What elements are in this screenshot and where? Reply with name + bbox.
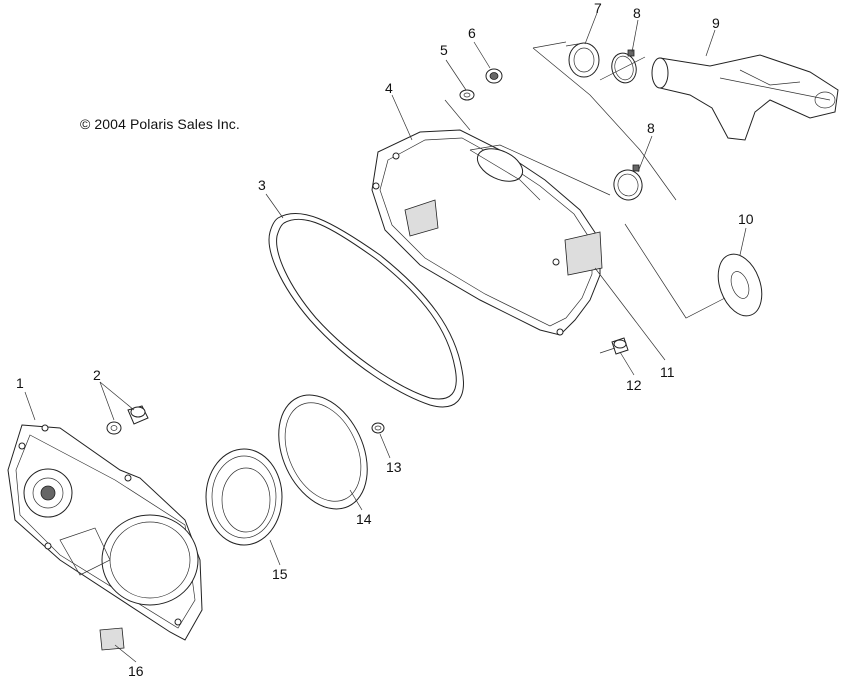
callout-10: 10 <box>738 211 754 227</box>
part-16-decal <box>99 627 125 651</box>
part-8-clamp-lower <box>613 164 643 201</box>
callout-labels: 1 2 3 4 5 6 7 8 8 9 10 11 12 13 14 15 16 <box>16 0 754 678</box>
callout-12: 12 <box>626 377 642 393</box>
part-1-inner-cover <box>7 424 203 641</box>
part-15-cover-seal <box>205 448 283 546</box>
leader-lines <box>24 12 747 663</box>
part-12-screw <box>611 337 629 355</box>
callout-6: 6 <box>468 25 476 41</box>
callout-8-top: 8 <box>633 5 641 21</box>
part-7-coupler <box>565 42 600 78</box>
part-9-intake-duct <box>651 54 839 141</box>
callout-11: 11 <box>660 364 675 380</box>
callout-15: 15 <box>272 566 288 582</box>
callout-4: 4 <box>385 80 393 96</box>
copyright-text: © 2004 Polaris Sales Inc. <box>80 116 240 132</box>
callout-7: 7 <box>594 0 602 16</box>
part-4-outer-cover <box>371 129 603 336</box>
part-8-clamp-top <box>611 49 637 84</box>
callout-9: 9 <box>712 15 720 31</box>
part-5-washer <box>459 89 475 101</box>
part-14-gasket-plate <box>278 394 368 510</box>
callout-16: 16 <box>128 663 144 678</box>
assembly-reference-lines <box>444 41 726 354</box>
part-2-bolt-washer <box>106 405 149 435</box>
callout-14: 14 <box>356 511 372 527</box>
part-10-seal-ring <box>717 253 763 317</box>
callout-5: 5 <box>440 42 448 58</box>
callout-13: 13 <box>386 459 402 475</box>
callout-1: 1 <box>16 375 24 391</box>
callout-3: 3 <box>258 177 266 193</box>
callout-2: 2 <box>93 367 101 383</box>
callout-8-lower: 8 <box>647 120 655 136</box>
part-13-screw <box>371 422 385 434</box>
part-3-drive-belt <box>268 212 464 408</box>
part-6-plug <box>485 68 503 84</box>
